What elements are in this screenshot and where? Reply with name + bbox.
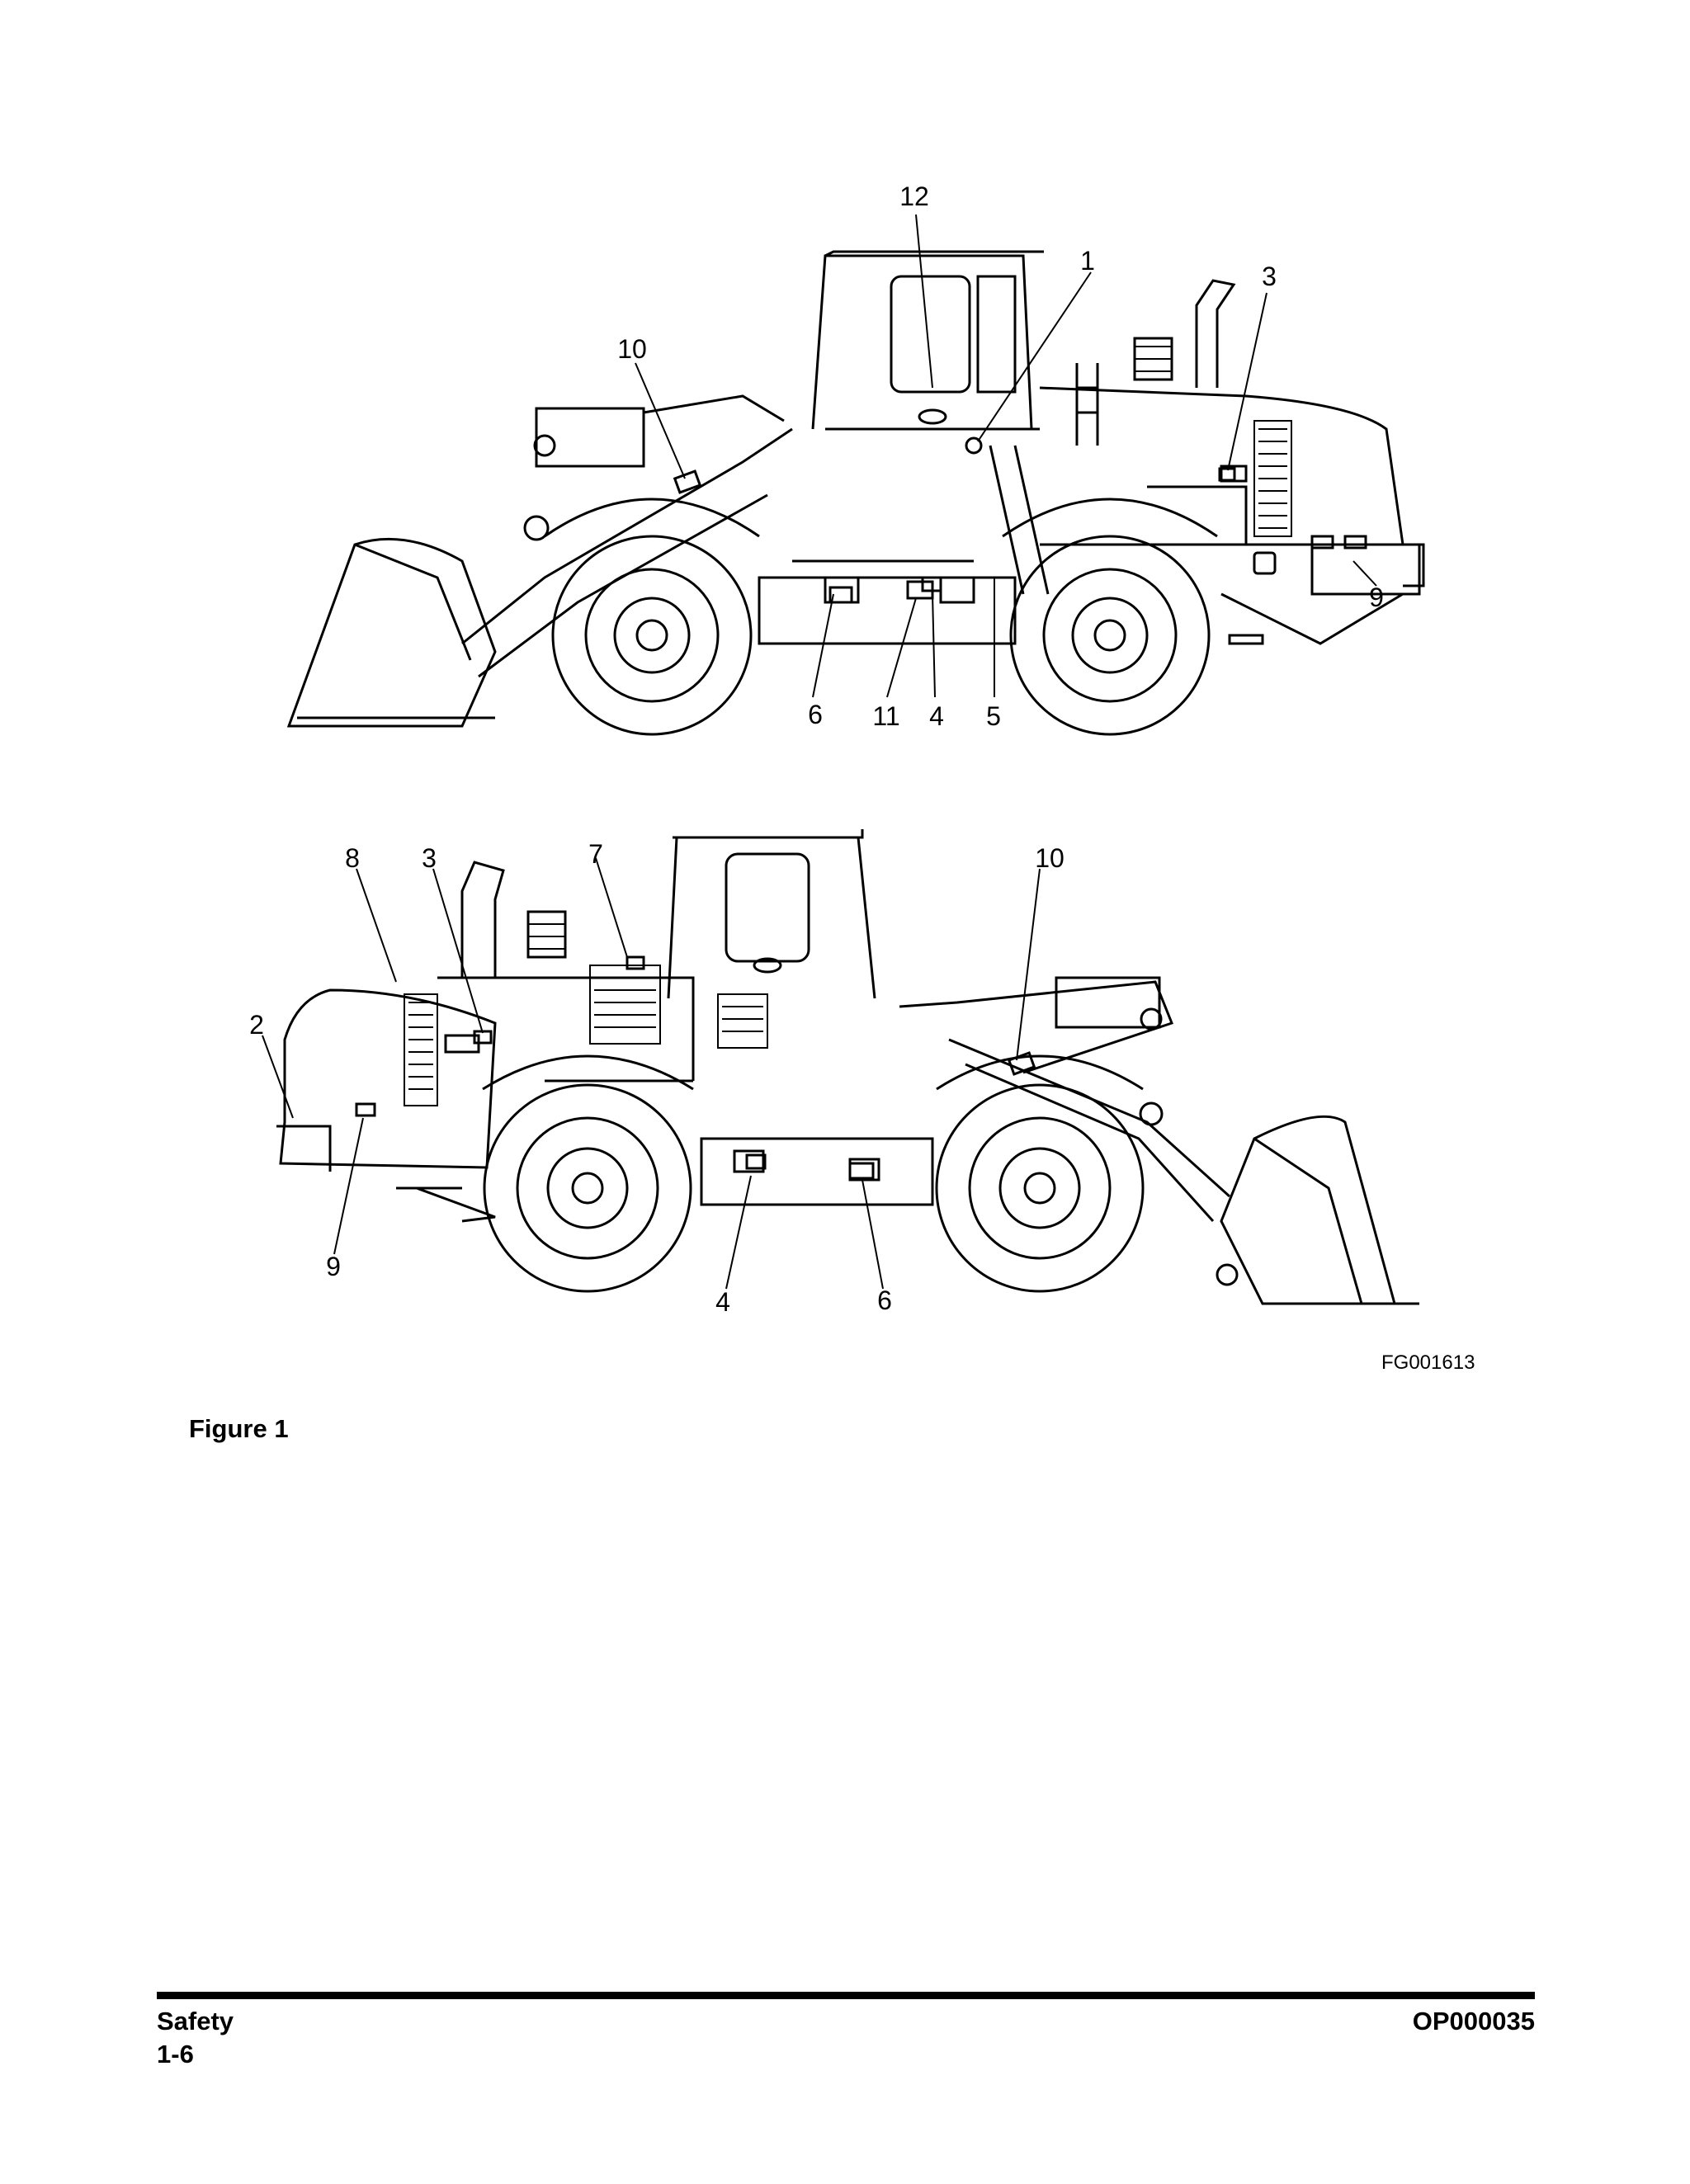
callout-10-bottom: 10 bbox=[1035, 843, 1065, 873]
footer-doc-id: OP000035 bbox=[1412, 2007, 1535, 2035]
figure-caption: Figure 1 bbox=[189, 1414, 289, 1443]
figure-code: FG001613 bbox=[1381, 1351, 1475, 1374]
callout-1-top: 1 bbox=[1080, 246, 1095, 276]
callout-8-bottom: 8 bbox=[345, 843, 360, 873]
footer-page-number: 1-6 bbox=[157, 2040, 194, 2068]
callout-4-bottom: 4 bbox=[715, 1287, 730, 1317]
footer-left: Safety 1-6 bbox=[157, 2005, 234, 2071]
callout-10-top: 10 bbox=[617, 334, 647, 364]
callout-6-top: 6 bbox=[808, 700, 823, 729]
top-leader-lines bbox=[635, 214, 1377, 698]
callout-6-bottom: 6 bbox=[877, 1285, 892, 1315]
callout-7-bottom: 7 bbox=[588, 839, 603, 869]
callout-12-top: 12 bbox=[899, 182, 929, 211]
callout-9-bottom: 9 bbox=[326, 1252, 341, 1281]
callout-5-top: 5 bbox=[986, 701, 1001, 731]
loader-left-side-view bbox=[286, 250, 1425, 736]
bottom-leader-lines bbox=[262, 857, 1041, 1290]
callout-11-top: 11 bbox=[872, 701, 900, 731]
footer-rule bbox=[157, 1992, 1535, 1999]
callout-3-bottom: 3 bbox=[422, 843, 437, 873]
loader-right-side-view bbox=[276, 829, 1419, 1305]
footer-section: Safety bbox=[157, 2007, 234, 2035]
callout-3-top: 3 bbox=[1262, 262, 1277, 291]
callout-4-top: 4 bbox=[929, 701, 944, 731]
callout-2-bottom: 2 bbox=[249, 1010, 264, 1040]
callout-9-top: 9 bbox=[1369, 583, 1384, 612]
